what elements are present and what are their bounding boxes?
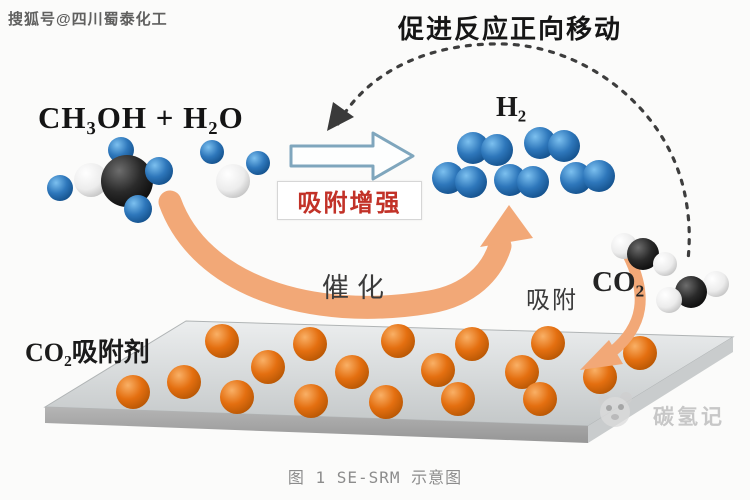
adsorption-enhancement-box: 吸附增强 bbox=[277, 181, 422, 220]
adsorption-arrow bbox=[580, 249, 646, 370]
adsorbent-particle bbox=[167, 365, 201, 399]
reactants-formula: CH₃OH + H₂O bbox=[38, 100, 244, 135]
promotion-dashed-arc bbox=[327, 42, 691, 262]
adsorbent-particle bbox=[335, 355, 369, 389]
adsorbent-particle bbox=[251, 350, 285, 384]
co2-molecule bbox=[656, 271, 729, 313]
adsorbent-particle bbox=[369, 385, 403, 419]
catalysis-label: 催化 bbox=[322, 273, 392, 303]
water-molecule bbox=[200, 140, 270, 198]
adsorbent-particle bbox=[205, 324, 239, 358]
figure-caption: 图 1 SE-SRM 示意图 bbox=[287, 468, 463, 487]
adsorbent-particle bbox=[293, 327, 327, 361]
adsorbent-particle bbox=[220, 380, 254, 414]
adsorbent-particle bbox=[505, 355, 539, 389]
adsorbent-particle bbox=[421, 353, 455, 387]
panda-logo-icon bbox=[598, 392, 632, 427]
methanol-molecule bbox=[47, 137, 173, 223]
adsorbent-particle bbox=[441, 382, 475, 416]
co2-molecule bbox=[611, 233, 677, 276]
adsorbent-particle bbox=[455, 327, 489, 361]
co2-adsorbent-label: CO₂吸附剂 bbox=[25, 338, 150, 367]
adsorption-enhancement-label: 吸附增强 bbox=[297, 190, 402, 217]
adsorbent-particles bbox=[116, 324, 657, 419]
adsorbent-particle bbox=[294, 384, 328, 418]
watermark-top-left: 搜狐号@四川蜀泰化工 bbox=[8, 11, 168, 28]
catalysis-arrow bbox=[158, 190, 533, 319]
co2-label: CO₂ bbox=[592, 266, 645, 298]
promotion-title: 促进反应正向移动 bbox=[397, 14, 622, 44]
reaction-arrow bbox=[289, 131, 415, 181]
adsorbent-particle bbox=[623, 336, 657, 370]
watermark-bottom-right: 碳氢记 bbox=[653, 406, 725, 429]
adsorbent-particle bbox=[523, 382, 557, 416]
adsorbent-particle bbox=[531, 326, 565, 360]
adsorption-label: 吸附 bbox=[526, 287, 578, 314]
adsorbent-particle bbox=[116, 375, 150, 409]
h2-product-label: H₂ bbox=[496, 92, 527, 123]
dashed-arc-arrowhead bbox=[327, 102, 354, 131]
adsorbent-particle bbox=[583, 360, 617, 394]
h2-cluster bbox=[432, 127, 615, 198]
adsorbent-particle bbox=[381, 324, 415, 358]
